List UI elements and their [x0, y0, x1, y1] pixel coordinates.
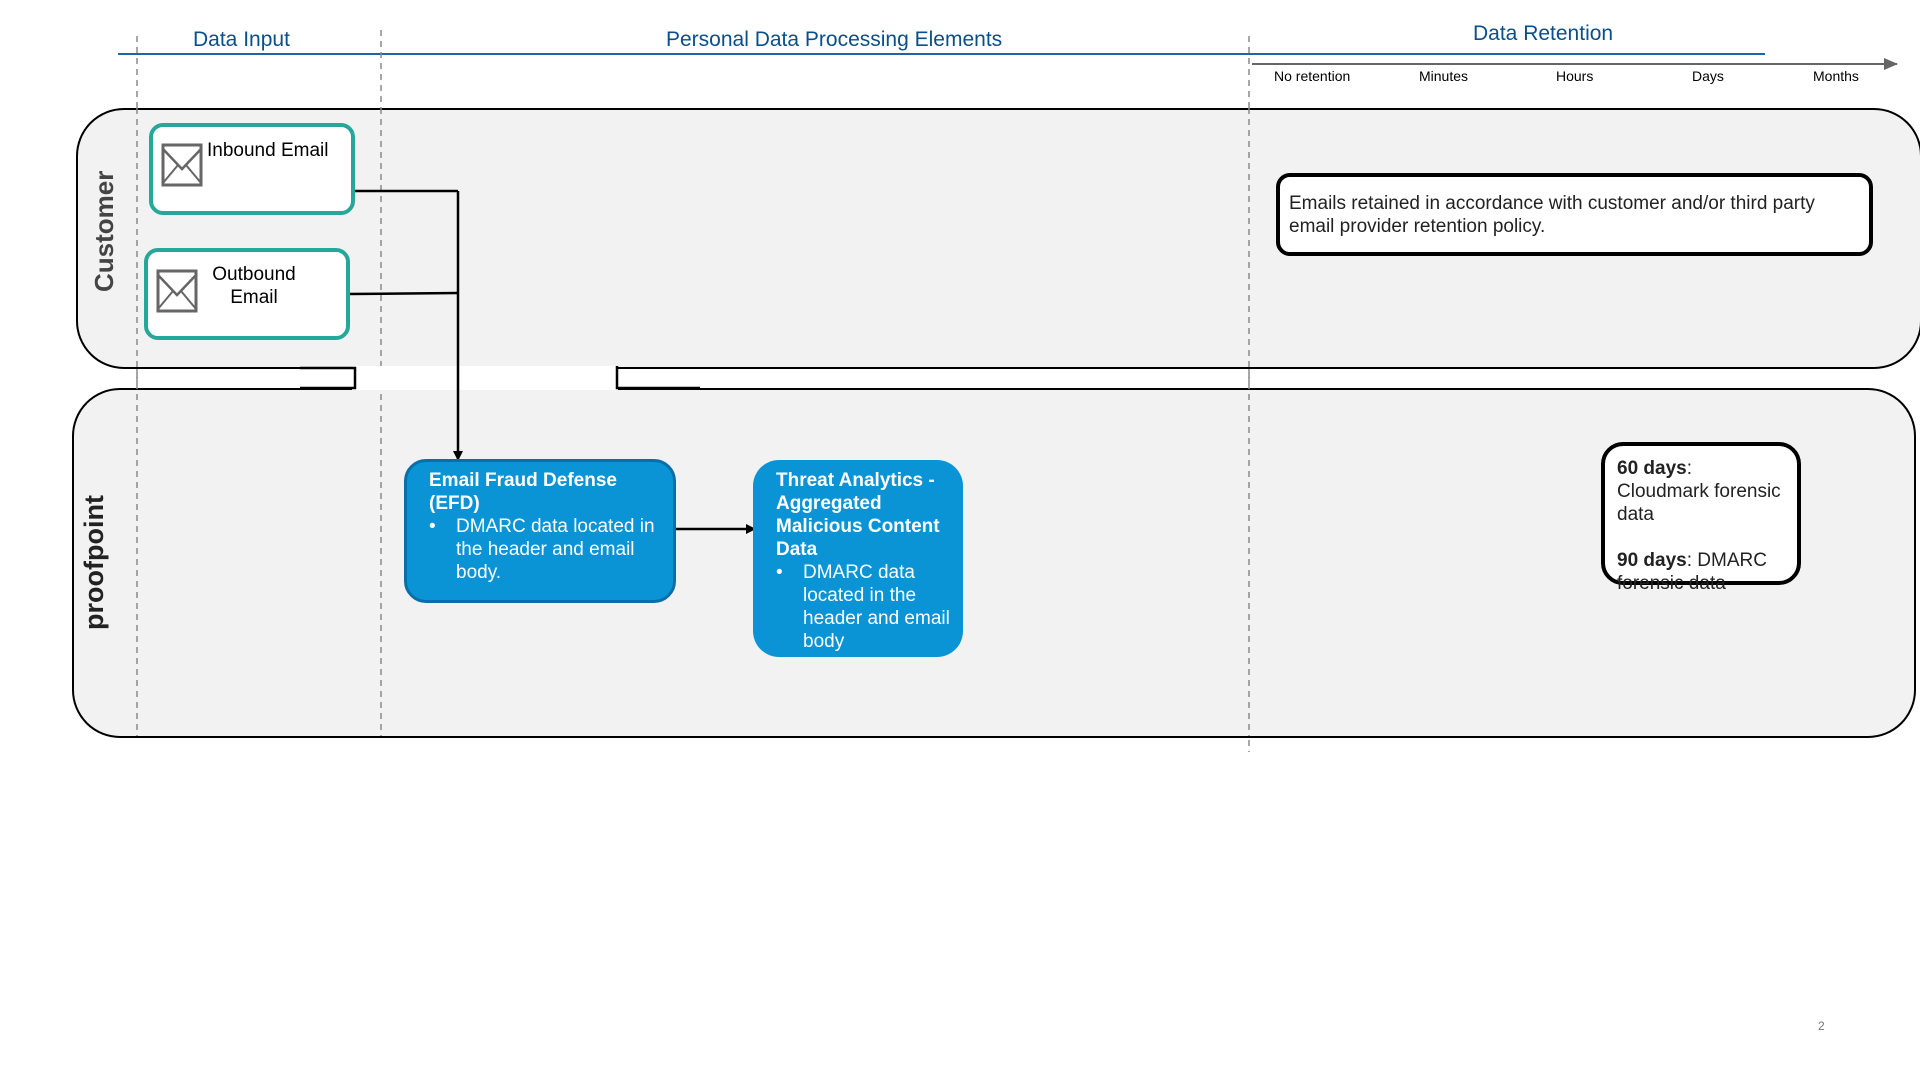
retention-tick-2: Hours — [1556, 68, 1594, 84]
retention-note-90-bold: 90 days — [1617, 550, 1687, 571]
retention-note-60-bold: 60 days — [1617, 458, 1687, 479]
page-number: 2 — [1818, 1019, 1825, 1033]
header-processing: Personal Data Processing Elements — [666, 28, 1003, 51]
input-outbound-email: Outbound Email — [144, 248, 350, 340]
retention-note-vendor: 60 days: Cloudmark forensic data 90 days… — [1601, 442, 1801, 594]
retention-note-90: 90 days: DMARC forensic data — [1617, 549, 1789, 595]
inbound-email-label: Inbound Email — [207, 140, 329, 161]
lane-notch-right — [615, 366, 700, 390]
process-efd-title: Email Fraud Defense (EFD) — [429, 470, 617, 514]
process-threat-bullets: DMARC data located in the header and ema… — [776, 561, 951, 653]
retention-tick-3: Days — [1692, 68, 1724, 84]
retention-note-90-text: : DMARC forensic data — [1617, 550, 1767, 594]
process-efd: Email Fraud Defense (EFD) DMARC data loc… — [404, 459, 676, 603]
envelope-icon — [161, 143, 203, 187]
process-threat-bullet: DMARC data located in the header and ema… — [776, 561, 951, 653]
retention-note-customer: Emails retained in accordance with custo… — [1276, 173, 1873, 256]
retention-note-customer-text: Emails retained in accordance with custo… — [1289, 193, 1815, 237]
retention-tick-0: No retention — [1274, 68, 1351, 84]
header-data-input: Data Input — [193, 28, 290, 51]
process-efd-bullets: DMARC data located in the header and ema… — [429, 515, 661, 584]
process-threat-analytics: Threat Analytics - Aggregated Malicious … — [753, 460, 963, 657]
retention-note-60-text: : Cloudmark forensic data — [1617, 458, 1781, 525]
process-efd-bullet: DMARC data located in the header and ema… — [429, 515, 661, 584]
retention-tick-4: Months — [1813, 68, 1859, 84]
retention-note-60: 60 days: Cloudmark forensic data — [1617, 457, 1789, 526]
lane-notch-left — [300, 366, 357, 390]
header-retention: Data Retention — [1473, 22, 1614, 45]
lane-label-vendor: proofpoint — [79, 495, 109, 630]
process-threat-title: Threat Analytics - Aggregated Malicious … — [776, 470, 940, 560]
envelope-icon — [156, 269, 198, 313]
input-inbound-email: Inbound Email — [149, 123, 355, 215]
outbound-email-label: Outbound Email — [212, 264, 296, 308]
retention-tick-1: Minutes — [1419, 68, 1469, 84]
lane-label-customer: Customer — [89, 170, 119, 292]
